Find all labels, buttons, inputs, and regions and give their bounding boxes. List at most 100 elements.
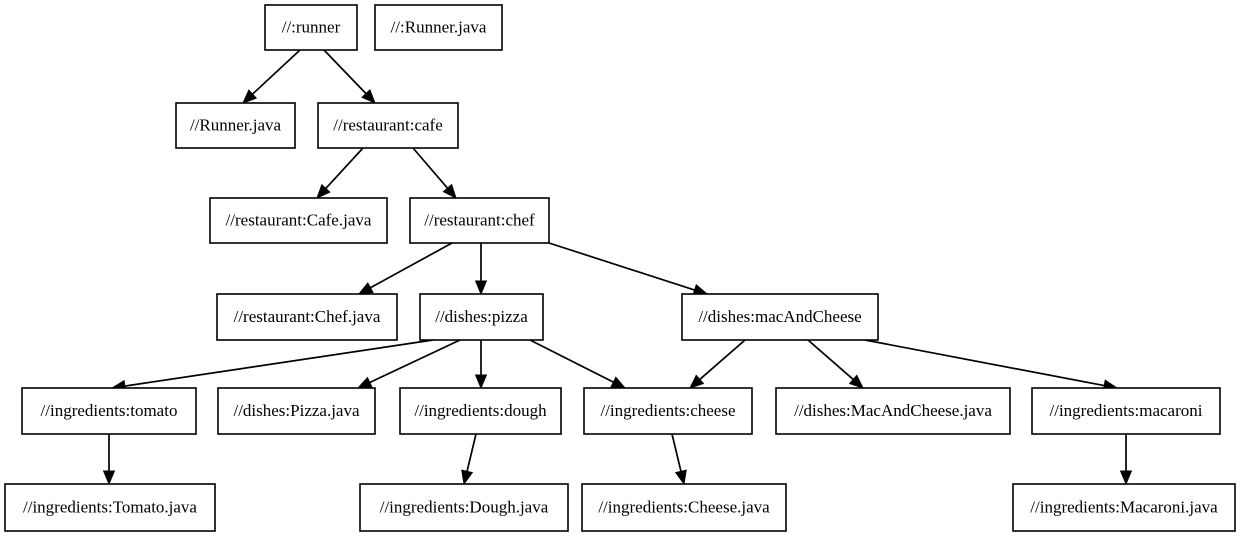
node-box[interactable]: [1012, 483, 1236, 532]
graph-node-dishes_pizza[interactable]: //dishes:pizza: [419, 293, 544, 341]
graph-node-runner[interactable]: //:runner: [264, 4, 358, 51]
edge-line: [369, 242, 453, 289]
node-box[interactable]: [583, 387, 753, 435]
edge-line: [864, 339, 1105, 387]
arrowhead-icon: [361, 89, 376, 104]
arrowhead-icon: [242, 89, 258, 104]
graph-node-restaurant_chef[interactable]: //restaurant:chef: [409, 197, 550, 244]
edge-line: [412, 147, 449, 189]
graph-edge: [1119, 434, 1133, 486]
node-label: //Runner.java: [190, 115, 282, 134]
graph-node-restaurant_chef_java[interactable]: //restaurant:Chef.java: [216, 293, 398, 341]
graph-edge: [474, 243, 488, 296]
graph-edge: [110, 339, 434, 393]
edge-line: [323, 49, 367, 95]
arrowhead-icon: [674, 469, 687, 486]
node-box[interactable]: [359, 483, 569, 532]
graph-node-ing_tomato_java[interactable]: //ingredients:Tomato.java: [4, 483, 216, 532]
edge-line: [369, 339, 461, 384]
edge-line: [124, 339, 434, 387]
node-box[interactable]: [216, 293, 398, 341]
graph-edge: [357, 242, 453, 295]
node-label: //ingredients:Dough.java: [380, 497, 549, 516]
edge-line: [548, 242, 695, 291]
graph-node-root_runner_java[interactable]: //:Runner.java: [374, 4, 503, 51]
node-box[interactable]: [581, 483, 787, 532]
node-box[interactable]: [681, 293, 879, 341]
graph-edge: [548, 242, 709, 296]
graph-edge: [461, 433, 477, 486]
node-label: //ingredients:macaroni: [1050, 401, 1203, 420]
arrowhead-icon: [442, 183, 457, 199]
edge-line: [699, 339, 746, 381]
graph-node-ing_cheese_java[interactable]: //ingredients:Cheese.java: [581, 483, 787, 532]
node-box[interactable]: [317, 102, 459, 149]
node-label: //ingredients:Tomato.java: [23, 497, 197, 516]
node-box[interactable]: [775, 387, 1011, 435]
graph-edge: [412, 147, 457, 199]
graph-node-dishes_pizza_java[interactable]: //dishes:Pizza.java: [217, 387, 376, 435]
graph-edge: [529, 339, 627, 389]
node-box[interactable]: [419, 293, 544, 341]
graph-node-restaurant_cafe[interactable]: //restaurant:cafe: [317, 102, 459, 149]
graph-node-dishes_macandcheese_java[interactable]: //dishes:MacAndCheese.java: [775, 387, 1011, 435]
graph-node-ing_macaroni[interactable]: //ingredients:macaroni: [1031, 387, 1221, 435]
node-box[interactable]: [209, 197, 388, 244]
node-label: //ingredients:cheese: [600, 401, 735, 420]
node-box[interactable]: [21, 387, 197, 435]
graph-node-ing_dough[interactable]: //ingredients:dough: [399, 387, 562, 435]
arrowhead-icon: [1119, 470, 1133, 486]
node-box[interactable]: [374, 4, 503, 51]
node-label: //restaurant:chef: [424, 210, 535, 229]
graph-edge: [323, 49, 376, 104]
arrowhead-icon: [474, 280, 488, 296]
edge-line: [251, 49, 301, 95]
arrowhead-icon: [461, 469, 474, 486]
node-box[interactable]: [409, 197, 550, 244]
node-label: //dishes:macAndCheese: [698, 307, 861, 326]
arrowhead-icon: [357, 282, 374, 295]
node-box[interactable]: [264, 4, 358, 51]
edge-line: [325, 147, 364, 190]
node-box[interactable]: [4, 483, 216, 532]
node-label: //restaurant:cafe: [333, 115, 443, 134]
edge-line: [807, 339, 854, 381]
graph-node-runner_java[interactable]: //Runner.java: [175, 102, 296, 149]
graph-edge: [356, 339, 461, 389]
edge-line: [466, 433, 477, 472]
graph-edge: [102, 434, 116, 486]
node-box[interactable]: [217, 387, 376, 435]
arrowhead-icon: [610, 376, 627, 389]
graph-edge: [316, 147, 364, 199]
node-box[interactable]: [1031, 387, 1221, 435]
node-box[interactable]: [399, 387, 562, 435]
arrowhead-icon: [356, 376, 373, 389]
node-label: //restaurant:Cafe.java: [226, 210, 372, 229]
node-label: //ingredients:Cheese.java: [598, 497, 770, 516]
node-label: //ingredients:dough: [414, 401, 547, 420]
edge-line: [529, 339, 614, 383]
graph-node-ing_macaroni_java[interactable]: //ingredients:Macaroni.java: [1012, 483, 1236, 532]
graph-node-dishes_macandcheese[interactable]: //dishes:macAndCheese: [681, 293, 879, 341]
graph-edge: [689, 339, 746, 389]
nodes-layer: //:runner //:Runner.java //Runner.java //re…: [4, 4, 1236, 532]
node-label: //dishes:Pizza.java: [233, 401, 360, 420]
arrowhead-icon: [689, 374, 705, 389]
node-label: //dishes:MacAndCheese.java: [794, 401, 992, 420]
edges-layer: [102, 49, 1133, 486]
arrowhead-icon: [474, 374, 488, 390]
arrowhead-icon: [102, 470, 116, 486]
arrowhead-icon: [316, 183, 331, 199]
graph-edge: [671, 433, 687, 486]
graph-node-ing_tomato[interactable]: //ingredients:tomato: [21, 387, 197, 435]
graph-node-restaurant_cafe_java[interactable]: //restaurant:Cafe.java: [209, 197, 388, 244]
node-label: //ingredients:Macaroni.java: [1030, 497, 1218, 516]
node-box[interactable]: [175, 102, 296, 149]
graph-node-ing_dough_java[interactable]: //ingredients:Dough.java: [359, 483, 569, 532]
arrowhead-icon: [848, 374, 864, 389]
graph-node-ing_cheese[interactable]: //ingredients:cheese: [583, 387, 753, 435]
node-label: //:Runner.java: [391, 17, 487, 36]
node-label: //dishes:pizza: [435, 307, 528, 326]
